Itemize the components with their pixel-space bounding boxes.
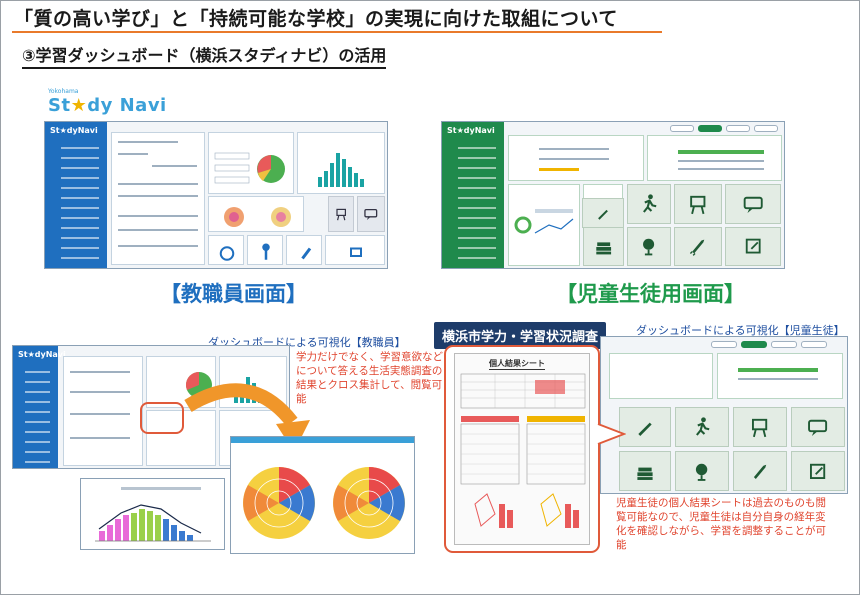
easel-icon: [752, 418, 768, 437]
teacher-caption: 【教職員画面】: [160, 282, 307, 306]
globe-icon: [643, 239, 655, 256]
chat-icon: [743, 196, 763, 213]
rocket-icon: [754, 464, 767, 479]
teacher-link-4[interactable]: [325, 235, 385, 265]
teacher-link-1[interactable]: [208, 235, 244, 265]
result-tile-books[interactable]: [619, 451, 671, 491]
callout-pointer: [597, 423, 626, 445]
teacher-dashboard-screenshot: St★dyNavi: [44, 121, 388, 269]
teacher-pie-card: [208, 132, 294, 194]
student-status-card: [647, 135, 782, 181]
pencil-icon: [638, 422, 652, 436]
result-tile-pencil[interactable]: [619, 407, 671, 447]
student-tile-easel[interactable]: [674, 184, 722, 224]
teacher-radar-card: [208, 196, 304, 232]
easel-icon: [690, 195, 706, 214]
student-tile-globe[interactable]: [627, 227, 671, 266]
logo-star-icon: ★: [70, 95, 88, 116]
result-tile-runner[interactable]: [675, 407, 729, 447]
sidebar-logo: St★dyNavi: [447, 126, 495, 135]
clock-icon: [219, 246, 235, 261]
result-sheet-callout: 個人結果シート: [444, 345, 600, 553]
student-dashboard-screenshot: St★dyNavi: [441, 121, 785, 269]
bar-chart: [318, 153, 364, 187]
easel-icon: [336, 208, 346, 221]
logo-small-text: Yokohama: [48, 88, 79, 95]
notebook-icon: [810, 463, 826, 479]
runner-icon: [696, 417, 710, 436]
teacher-tile-easel[interactable]: [328, 196, 354, 232]
teacher-tile-chat[interactable]: [357, 196, 385, 232]
notebook-icon: [745, 239, 761, 254]
page-title: 「質の高い学び」と「持続可能な学校」の実現に向けた取組について: [14, 8, 618, 30]
rocket-icon: [301, 247, 312, 260]
histogram-chart: [95, 487, 211, 542]
logo-prefix: St: [48, 95, 71, 116]
chat-icon: [364, 208, 378, 220]
student-chart-card: [508, 184, 580, 266]
edit-icon: [350, 247, 362, 257]
sheet-content: [460, 373, 586, 528]
title-underline: [12, 31, 662, 33]
student-tile-chat[interactable]: [725, 184, 781, 224]
personal-result-sheet: 個人結果シート: [454, 353, 590, 545]
result-tile-chat[interactable]: [791, 407, 845, 447]
student-visualization-label: ダッシュボードによる可視化【児童生徒】: [636, 324, 845, 337]
student-result-screenshot: [600, 336, 848, 494]
pie-chart: [214, 152, 285, 184]
teacher-link-3[interactable]: [286, 235, 322, 265]
student-progress-card: [508, 135, 644, 181]
rocket-icon: [690, 240, 705, 257]
student-tile-rocket[interactable]: [674, 227, 722, 266]
radar-comparison-panel: [230, 436, 415, 554]
highlight-box-radar: [140, 402, 184, 434]
survey-tag: 横浜市学力・学習状況調査: [434, 322, 607, 349]
logo-suffix: dy Navi: [87, 95, 167, 116]
histogram-panel: [80, 478, 225, 550]
radar-charts: [243, 467, 405, 539]
pencil-icon: [598, 209, 608, 220]
student-tile-pencil[interactable]: [582, 198, 624, 228]
student-caption: 【児童生徒用画面】: [556, 282, 745, 306]
student-tile-runner[interactable]: [627, 184, 671, 224]
result-tile-easel[interactable]: [733, 407, 787, 447]
teacher-bar-card: [297, 132, 385, 194]
page-subtitle: ③学習ダッシュボード（横浜スタディナビ）の活用: [22, 42, 387, 69]
student-tile-notebook[interactable]: [725, 227, 781, 266]
teacher-sidebar: St★dyNavi: [45, 122, 107, 268]
chat-icon: [808, 419, 828, 436]
student-sidebar: St★dyNavi: [442, 122, 504, 268]
study-navi-logo: Yokohama St★dy Navi: [48, 88, 167, 116]
result-tile-notebook[interactable]: [791, 451, 845, 491]
result-tile-rocket[interactable]: [733, 451, 787, 491]
pin-icon: [262, 243, 270, 260]
books-icon: [637, 467, 653, 480]
teacher-summary-card: [111, 132, 205, 265]
runner-icon: [643, 194, 657, 213]
sheet-title: 個人結果シート: [489, 359, 545, 370]
logo-main-text: St★dy Navi: [48, 95, 167, 116]
sidebar-logo: St★dyNavi: [50, 126, 98, 135]
result-tile-globe[interactable]: [675, 451, 729, 491]
student-visualization-note: 児童生徒の個人結果シートは過去のものも閲覧可能なので、児童生徒は自分自身の経年変…: [616, 497, 826, 551]
student-tile-books[interactable]: [583, 227, 624, 266]
teacher-visualization-note: 学力だけでなく、学習意欲などについて答える生活実態調査の結果とクロス集計して、閲…: [296, 351, 443, 405]
teacher-link-2[interactable]: [247, 235, 283, 265]
books-icon: [596, 242, 611, 255]
globe-icon: [696, 463, 708, 481]
